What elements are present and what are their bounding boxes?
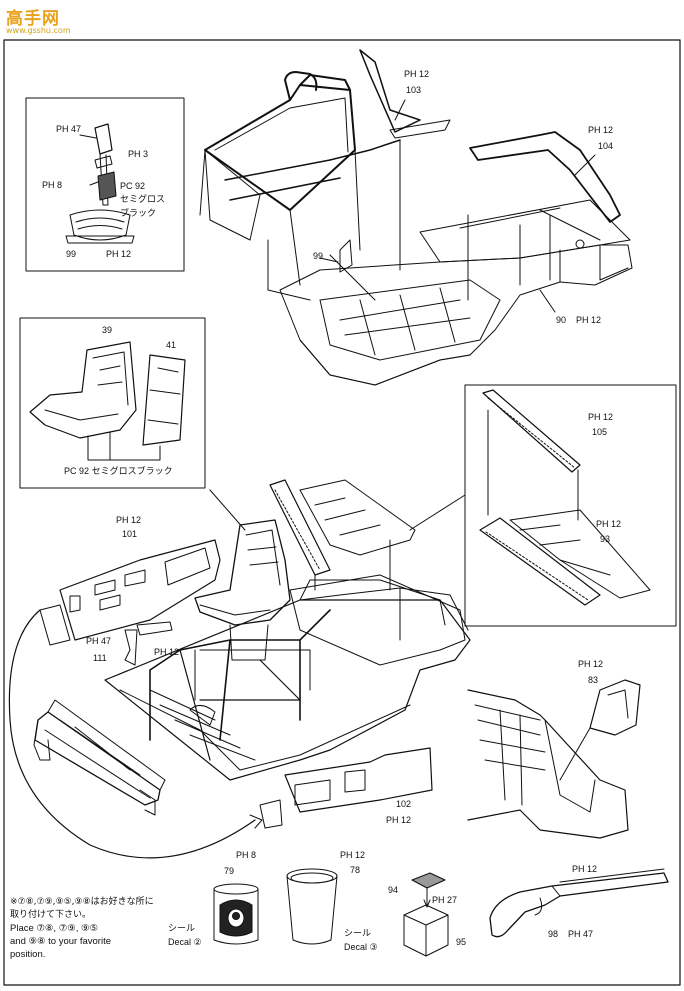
part-number-101: 101 [122, 529, 138, 539]
note-jp-line2: 取り付けて下さい。 [10, 910, 92, 920]
label-pc-92-seat: PC 92 セミグロスブラック [64, 466, 173, 477]
label-ph-103: PH 12 [404, 69, 430, 79]
label-ph-8: PH 8 [42, 180, 63, 190]
note-jp-line1: ※⑦⑧,⑦⑨,⑨⑤,⑨⑧はお好きな所に [10, 897, 154, 907]
part-number-41: 41 [166, 340, 177, 350]
label-ph-79: PH 8 [236, 850, 257, 860]
note-en-line1: Place ⑦⑧, ⑦⑨, ⑨⑤ [10, 923, 99, 934]
label-pc-92-shift: PC 92 [120, 181, 146, 191]
page-border [3, 39, 681, 986]
label-ph-90: PH 12 [576, 315, 602, 325]
part-number-79: 79 [224, 866, 235, 876]
label-ph-47-lower: PH 47 [86, 636, 112, 646]
part-number-111: 111 [93, 653, 107, 663]
placement-note: ※⑦⑧,⑦⑨,⑨⑤,⑨⑧はお好きな所に 取り付けて下さい。 Place ⑦⑧, … [10, 896, 210, 961]
label-ph-104: PH 12 [588, 125, 614, 135]
decal-2-en: Decal ② [168, 937, 202, 947]
roll-cage-icon [199, 49, 633, 386]
part-number-39: 39 [102, 325, 113, 335]
part-number-93: 93 [600, 534, 611, 544]
label-ph-105: PH 12 [588, 412, 614, 422]
label-ph-83: PH 12 [578, 659, 604, 669]
part-number-83: 83 [588, 675, 599, 685]
label-ph-99: PH 12 [106, 249, 132, 259]
label-ph-3: PH 3 [128, 149, 149, 159]
semigloss-line1: セミグロス [120, 195, 166, 205]
decal-3-en: Decal ③ [344, 942, 378, 952]
shift-lever-icon [25, 97, 185, 272]
inset-step [464, 384, 677, 627]
shotgun-icon [489, 868, 669, 938]
part-number-78: 78 [350, 865, 361, 875]
label-ph-101: PH 12 [116, 515, 142, 525]
label-ph-102: PH 12 [386, 815, 412, 825]
decal-3-jp: シール [344, 929, 372, 939]
part-number-90: 90 [556, 315, 567, 325]
part-number-103: 103 [406, 85, 422, 95]
part-number-99-shift: 99 [66, 249, 77, 259]
semigloss-line2: ブラック [120, 209, 157, 219]
crate-icon [403, 872, 449, 957]
watermark-title: 高手网 [6, 9, 60, 29]
note-en-line2: and ⑨⑧ to your favorite [10, 936, 111, 947]
inset-seat [19, 317, 206, 489]
part-number-98: 98 [548, 929, 559, 939]
lower-chassis-icon [39, 479, 471, 829]
label-ph-27: PH 27 [432, 895, 458, 905]
note-en-line3: position. [10, 949, 46, 960]
part-number-102: 102 [396, 799, 412, 809]
part-number-99-upper: 99 [313, 251, 324, 261]
part-number-105: 105 [592, 427, 608, 437]
seat-detail-icon [467, 679, 641, 839]
label-ph-47: PH 47 [56, 124, 82, 134]
label-ph-98-top: PH 12 [572, 864, 598, 874]
label-ph-12-lower: PH 12 [154, 647, 180, 657]
part-number-104: 104 [598, 141, 614, 151]
label-ph-78: PH 12 [340, 850, 366, 860]
bucket-seat-icon [19, 317, 246, 531]
label-ph-98: PH 47 [568, 929, 594, 939]
decal-2-jp: シール [168, 924, 196, 934]
label-ph-93: PH 12 [596, 519, 622, 529]
inset-shift-lever [25, 97, 185, 272]
part-number-95: 95 [456, 937, 467, 947]
part-number-94: 94 [388, 885, 399, 895]
bumper-icon [33, 699, 166, 816]
bucket-icon [286, 868, 338, 945]
step-plate-icon [464, 384, 677, 627]
can-icon [213, 883, 259, 945]
watermark-url: www.gsshu.com [6, 26, 71, 35]
